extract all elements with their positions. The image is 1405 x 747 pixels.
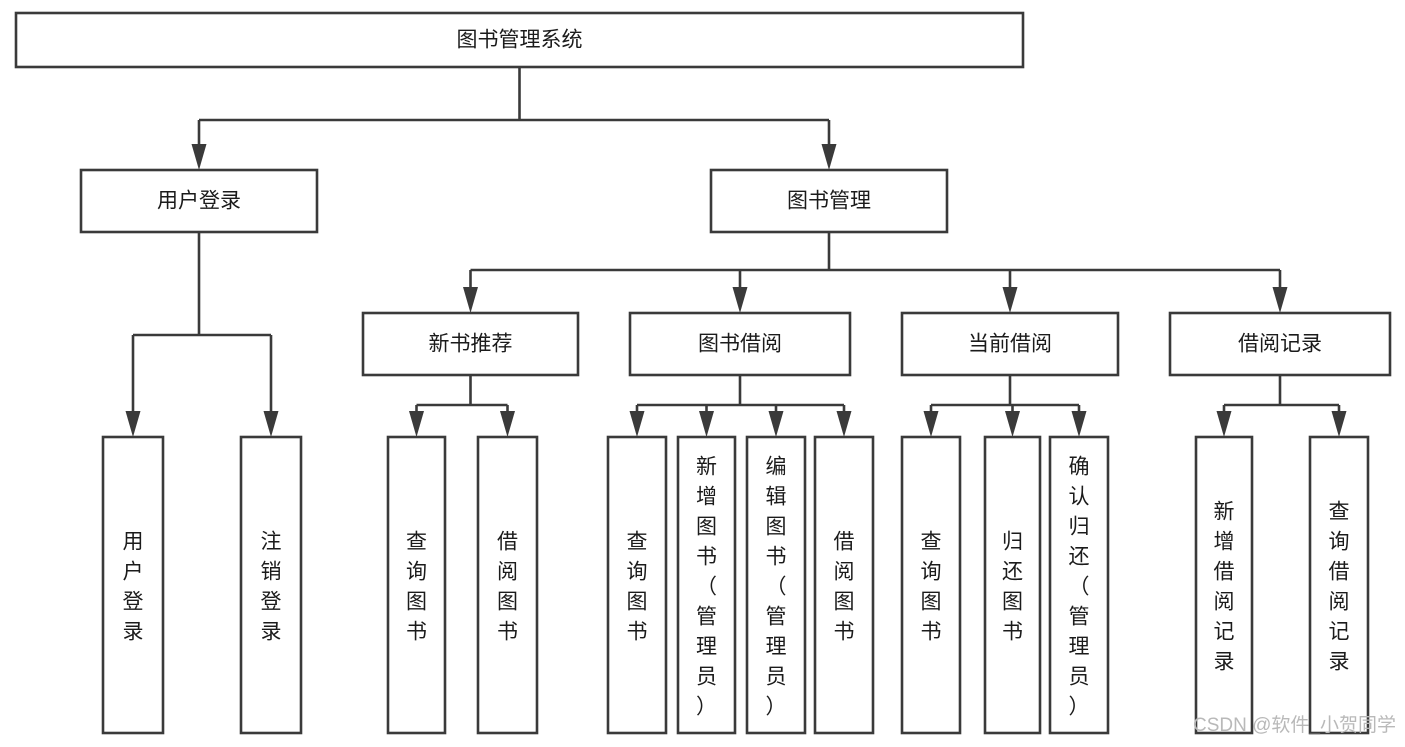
node-l3_3[interactable]: 借阅记录	[1168, 311, 1392, 377]
node-leaf_11[interactable]: 新增借阅记录	[1194, 435, 1254, 735]
node-box-l3_3	[1168, 311, 1392, 377]
node-label-leaf_0: 用户登录	[123, 530, 144, 643]
node-label-root: 图书管理系统	[457, 29, 583, 52]
node-l3_0[interactable]: 新书推荐	[361, 311, 580, 377]
node-label-leaf_6: 编辑图书（管理员）	[766, 455, 787, 718]
node-box-leaf_5	[676, 435, 737, 735]
node-box-leaf_11	[1194, 435, 1254, 735]
node-label-leaf_2: 查询图书	[406, 530, 427, 643]
node-label-l3_2: 当前借阅	[968, 333, 1052, 356]
node-l2_1[interactable]: 图书管理	[709, 168, 949, 234]
node-box-leaf_7	[813, 435, 875, 735]
node-box-leaf_4	[606, 435, 668, 735]
node-label-leaf_11: 新增借阅记录	[1214, 500, 1235, 673]
node-box-leaf_1	[239, 435, 303, 735]
node-box-leaf_6	[745, 435, 807, 735]
node-label-leaf_1: 注销登录	[261, 530, 282, 643]
node-leaf_12[interactable]: 查询借阅记录	[1308, 435, 1370, 735]
node-label-l3_3: 借阅记录	[1238, 333, 1322, 356]
node-leaf_10[interactable]: 确认归还（管理员）	[1048, 435, 1110, 735]
node-label-leaf_8: 查询图书	[921, 530, 942, 643]
node-label-leaf_5: 新增图书（管理员）	[696, 455, 717, 718]
node-leaf_5[interactable]: 新增图书（管理员）	[676, 435, 737, 735]
node-box-leaf_2	[386, 435, 447, 735]
node-leaf_2[interactable]: 查询图书	[386, 435, 447, 735]
node-box-l2_1	[709, 168, 949, 234]
node-label-l3_1: 图书借阅	[698, 333, 782, 356]
node-box-leaf_0	[101, 435, 165, 735]
node-leaf_1[interactable]: 注销登录	[239, 435, 303, 735]
node-label-leaf_9: 归还图书	[1002, 530, 1023, 643]
node-leaf_7[interactable]: 借阅图书	[813, 435, 875, 735]
node-label-leaf_10: 确认归还（管理员）	[1069, 455, 1090, 718]
node-root[interactable]: 图书管理系统	[14, 11, 1025, 69]
node-leaf_4[interactable]: 查询图书	[606, 435, 668, 735]
node-box-l2_0	[79, 168, 319, 234]
node-box-leaf_9	[983, 435, 1042, 735]
node-label-leaf_4: 查询图书	[627, 530, 648, 643]
node-l3_2[interactable]: 当前借阅	[900, 311, 1120, 377]
node-box-leaf_8	[900, 435, 962, 735]
node-box-leaf_10	[1048, 435, 1110, 735]
node-label-leaf_3: 借阅图书	[497, 530, 518, 643]
node-leaf_8[interactable]: 查询图书	[900, 435, 962, 735]
node-leaf_3[interactable]: 借阅图书	[476, 435, 539, 735]
node-box-leaf_3	[476, 435, 539, 735]
node-l2_0[interactable]: 用户登录	[79, 168, 319, 234]
csdn-watermark: CSDN @软件_小贺同学	[1193, 714, 1396, 736]
node-box-l3_2	[900, 311, 1120, 377]
node-leaf_9[interactable]: 归还图书	[983, 435, 1042, 735]
node-box-leaf_12	[1308, 435, 1370, 735]
node-label-l3_0: 新书推荐	[429, 333, 513, 356]
node-box-root	[14, 11, 1025, 69]
node-box-l3_0	[361, 311, 580, 377]
node-box-l3_1	[628, 311, 852, 377]
node-label-l2_0: 用户登录	[157, 190, 241, 213]
node-label-leaf_7: 借阅图书	[834, 530, 855, 643]
node-l3_1[interactable]: 图书借阅	[628, 311, 852, 377]
node-leaf_0[interactable]: 用户登录	[101, 435, 165, 735]
connector-layer	[125, 67, 1347, 437]
node-label-l2_1: 图书管理	[787, 190, 871, 213]
node-layer: 图书管理系统用户登录图书管理新书推荐图书借阅当前借阅借阅记录用户登录注销登录查询…	[14, 11, 1392, 735]
node-label-leaf_12: 查询借阅记录	[1329, 500, 1350, 673]
node-leaf_6[interactable]: 编辑图书（管理员）	[745, 435, 807, 735]
